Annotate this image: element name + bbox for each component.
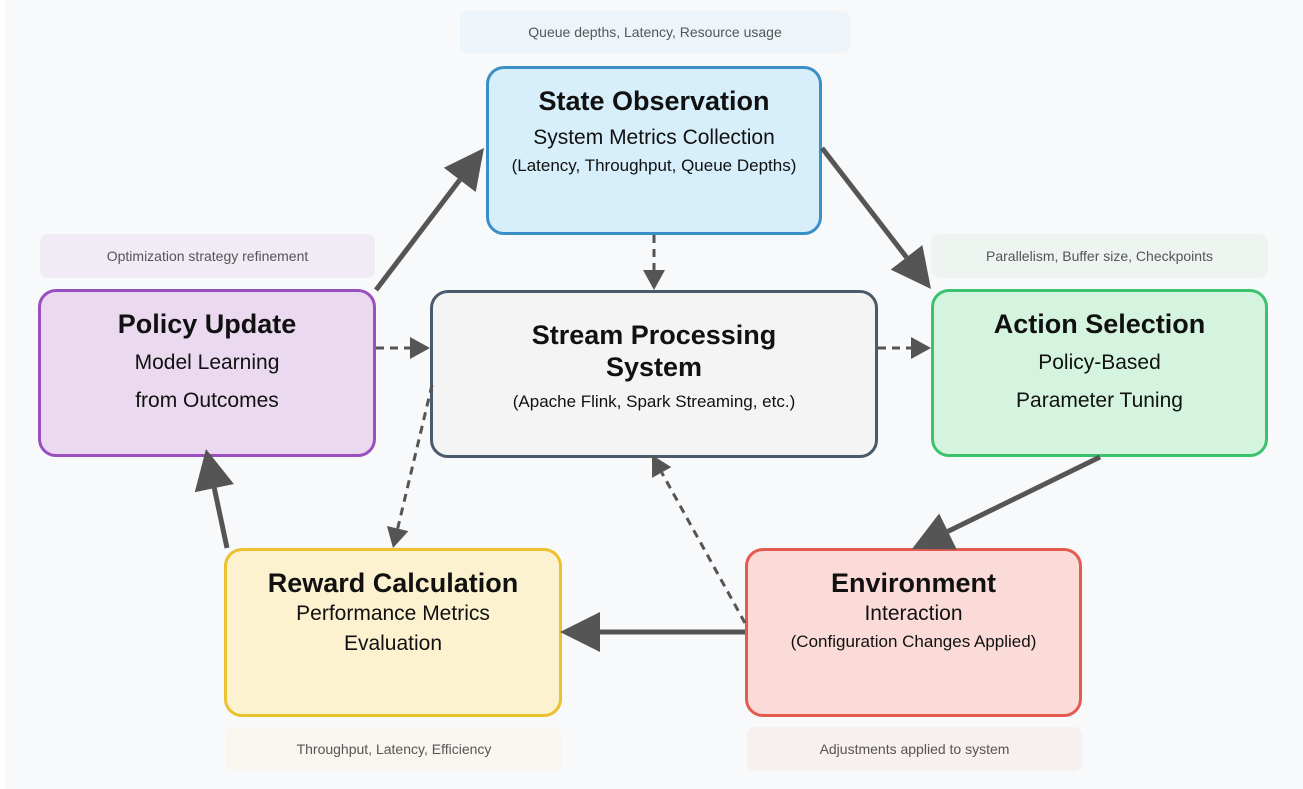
action-selection-node[interactable]: Action Selection Policy-Based Parameter … [931,289,1268,457]
environment-node[interactable]: Environment Interaction (Configuration C… [745,548,1082,717]
node-title: Reward Calculation [267,568,519,598]
node-subtitle-line1: Model Learning [134,351,280,374]
policy-update-node[interactable]: Policy Update Model Learning from Outcom… [38,289,376,457]
stream-processing-node[interactable]: Stream Processing System (Apache Flink, … [430,290,878,458]
node-subtitle-line1: Performance Metrics [296,602,490,625]
state-observation-node[interactable]: State Observation System Metrics Collect… [486,66,822,235]
policy-update-label: Optimization strategy refinement [40,234,375,278]
reward-calculation-node[interactable]: Reward Calculation Performance Metrics E… [224,548,562,717]
environment-label: Adjustments applied to system [747,727,1082,771]
node-subtitle-line2: from Outcomes [135,389,279,412]
node-note: (Latency, Throughput, Queue Depths) [511,156,797,175]
reward-calculation-label: Throughput, Latency, Efficiency [226,727,562,771]
state-observation-label-text: Queue depths, Latency, Resource usage [528,24,782,40]
node-title: Environment [830,568,997,598]
node-title-line2: System [605,352,703,382]
policy-update-label-text: Optimization strategy refinement [106,248,309,264]
node-note: (Apache Flink, Spark Streaming, etc.) [512,392,796,411]
environment-label-text: Adjustments applied to system [819,741,1010,757]
action-selection-label: Parallelism, Buffer size, Checkpoints [931,234,1268,278]
node-subtitle: System Metrics Collection [533,126,775,149]
state-observation-label: Queue depths, Latency, Resource usage [460,11,850,53]
node-subtitle-line2: Evaluation [343,632,443,655]
node-subtitle: Interaction [864,602,963,625]
node-note: (Configuration Changes Applied) [790,632,1037,651]
node-subtitle-line2: Parameter Tuning [1016,389,1183,412]
action-selection-label-text: Parallelism, Buffer size, Checkpoints [986,248,1213,264]
node-title: Policy Update [117,309,297,339]
node-subtitle-line1: Policy-Based [1038,351,1161,374]
node-title: Action Selection [993,309,1206,339]
reward-calculation-label-text: Throughput, Latency, Efficiency [296,741,492,757]
node-title-line1: Stream Processing [531,320,777,350]
node-title: State Observation [538,86,770,116]
